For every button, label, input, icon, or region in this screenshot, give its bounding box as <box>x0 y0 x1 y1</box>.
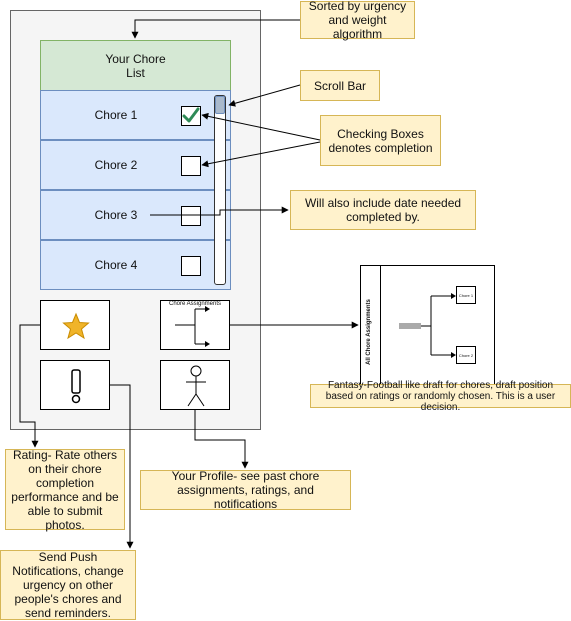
chore-checkbox[interactable] <box>181 156 201 176</box>
chore-list-title: Your Chore List <box>105 51 166 80</box>
chore-assignments-tile[interactable]: Chore Assignments <box>160 300 230 350</box>
scroll-bar[interactable] <box>214 95 226 285</box>
chore-assignments-label: Chore Assignments <box>168 301 222 307</box>
chore-checkbox[interactable] <box>181 106 201 126</box>
note-checking-boxes: Checking Boxes denotes completion <box>320 115 441 166</box>
chore-label: Chore 1 <box>94 108 138 122</box>
rating-tile[interactable] <box>40 300 110 350</box>
chore-checkbox[interactable] <box>181 206 201 226</box>
chore-list-header: Your Chore List <box>40 40 231 91</box>
chore-row[interactable]: Chore 3 <box>40 190 231 240</box>
note-scroll-bar: Scroll Bar <box>300 70 380 101</box>
draft-bracket-icon <box>399 293 456 358</box>
chore-row[interactable]: Chore 2 <box>40 140 231 190</box>
note-date: Will also include date needed completed … <box>290 190 476 230</box>
chore-row[interactable]: Chore 1 <box>40 90 231 140</box>
star-icon <box>62 312 90 340</box>
notifications-tile[interactable] <box>40 360 110 410</box>
draft-chore-box: Chore 2 <box>456 346 476 364</box>
note-sorted: Sorted by urgency and weight algorithm <box>300 0 415 41</box>
draft-chore-box: Chore 1 <box>456 286 476 304</box>
checkmark-icon <box>182 107 200 123</box>
exclamation-icon <box>71 369 81 404</box>
chore-label: Chore 4 <box>94 258 138 272</box>
person-icon <box>186 365 206 407</box>
chore-label: Chore 3 <box>94 208 138 222</box>
draft-panel-sidebar <box>361 266 381 399</box>
note-rating: Rating- Rate others on their chore compl… <box>5 448 125 532</box>
chore-checkbox[interactable] <box>181 256 201 276</box>
note-push-notifications: Send Push Notifications, change urgency … <box>0 550 136 620</box>
bracket-icon <box>175 306 210 347</box>
chore-row[interactable]: Chore 4 <box>40 240 231 290</box>
profile-tile[interactable] <box>160 360 230 410</box>
draft-panel: All Chore Assignments Chore 1 Chore 2 <box>360 265 495 400</box>
chore-label: Chore 2 <box>94 158 138 172</box>
scroll-thumb[interactable] <box>215 96 225 114</box>
note-draft: Fantasy-Football like draft for chores, … <box>310 380 571 413</box>
note-profile: Your Profile- see past chore assignments… <box>140 469 351 511</box>
